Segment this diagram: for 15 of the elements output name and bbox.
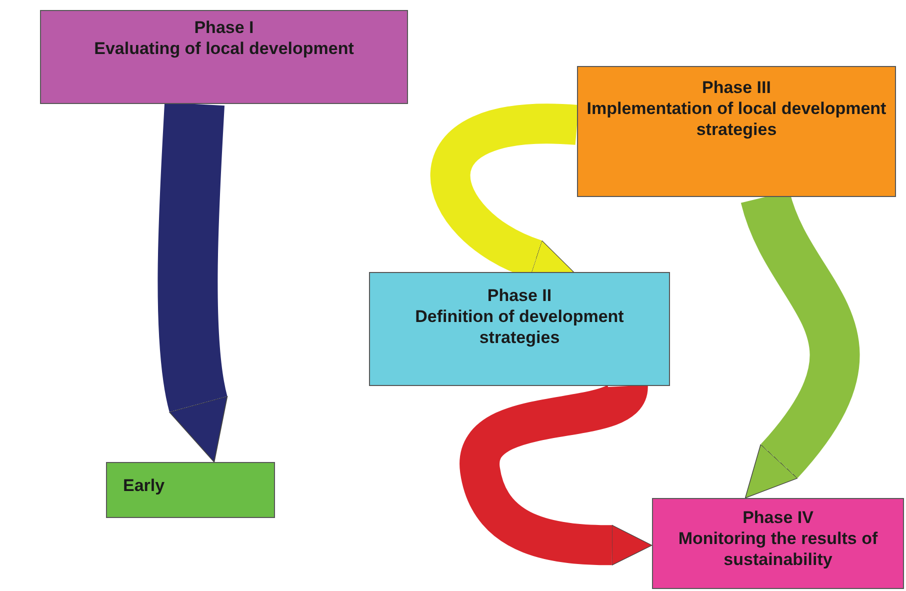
phase-box — [652, 498, 904, 589]
phase-box — [40, 10, 408, 104]
phase-description: Implementation of local development strategies — [586, 98, 887, 140]
phase-box — [577, 66, 896, 197]
phase-description: Definition of development strategies — [414, 306, 625, 348]
phase-title: Phase IV — [742, 507, 814, 528]
phase-title: Phase I — [194, 17, 254, 38]
phase-title: Phase II — [487, 285, 552, 306]
phase-description: Evaluating of local development — [94, 38, 354, 59]
phase-box — [369, 272, 670, 386]
phase-box — [106, 462, 275, 518]
phase-description: Early — [123, 475, 165, 496]
phase-description: Monitoring the results of sustainability — [677, 528, 879, 570]
curved-arrow — [158, 102, 228, 464]
phase-title: Phase III — [702, 77, 771, 98]
